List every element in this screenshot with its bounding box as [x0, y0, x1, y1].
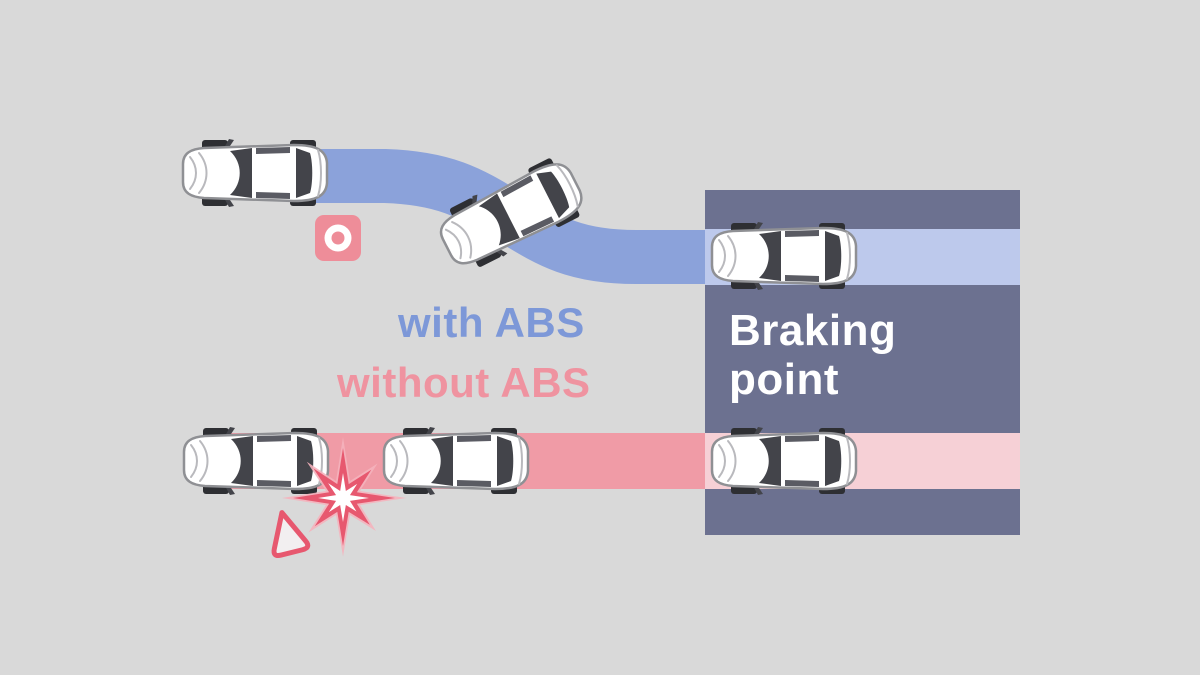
- with-abs-label: with ABS: [398, 299, 585, 346]
- braking-point-line2: point: [729, 355, 840, 405]
- car-abs-braking: [710, 220, 858, 292]
- warning-triangle-icon: [271, 510, 311, 558]
- braking-point-line1: Braking: [729, 306, 897, 355]
- crash-star-icon: [282, 437, 407, 557]
- braking-point-label: Braking point: [729, 306, 896, 405]
- car-no-abs-crash: [182, 425, 330, 497]
- car-abs-avoided: [181, 137, 329, 209]
- obstacle-icon: [315, 215, 361, 261]
- without-abs-label: without ABS: [337, 359, 591, 406]
- car-no-abs-skidding: [382, 425, 530, 497]
- car-no-abs-braking: [710, 425, 858, 497]
